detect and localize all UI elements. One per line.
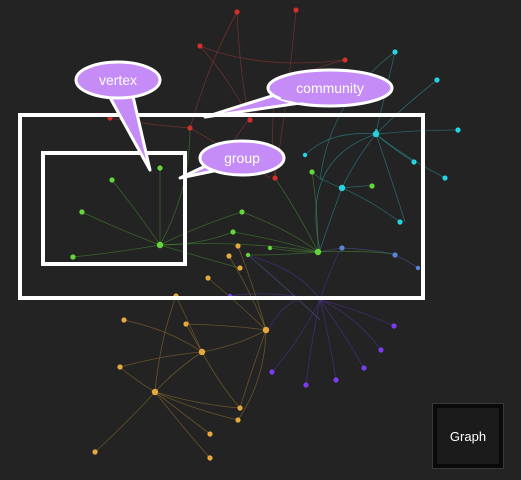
vertex-callout-label: vertex <box>99 72 137 88</box>
group-callout-label: group <box>224 150 260 166</box>
vertices-orange <box>92 243 270 461</box>
community-callout-label: community <box>296 80 364 96</box>
vertex-callout: vertex <box>74 60 162 172</box>
group-callout: group <box>178 139 286 180</box>
graph-button[interactable]: Graph <box>432 403 504 469</box>
edges-orange <box>94 245 267 459</box>
graph-vertices <box>70 7 461 461</box>
vertices-green <box>70 165 375 260</box>
group-frame <box>41 151 187 266</box>
edges-blue <box>247 247 419 321</box>
edges-purple <box>229 249 395 386</box>
community-callout: community <box>203 68 394 119</box>
vertices-cyan <box>302 49 461 225</box>
graph-button-label: Graph <box>449 428 487 444</box>
vertices-blue <box>339 245 421 271</box>
